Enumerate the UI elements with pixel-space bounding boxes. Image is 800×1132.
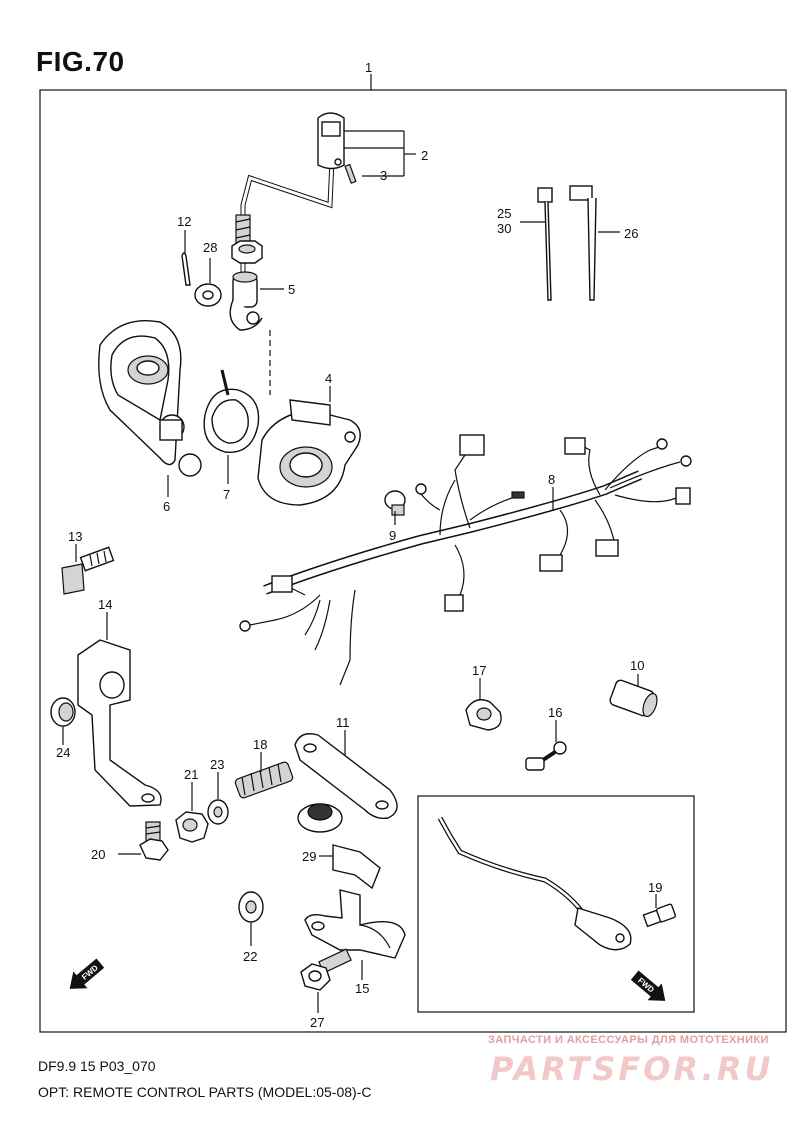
callout-18: 18 <box>253 737 267 752</box>
callout-25: 25 <box>497 206 511 221</box>
part-hex-nut <box>231 240 263 264</box>
figure-description: OPT: REMOTE CONTROL PARTS (MODEL:05-08)-… <box>38 1084 372 1100</box>
callout-30: 30 <box>497 221 511 236</box>
callout-6: 6 <box>163 499 170 514</box>
callout-21: 21 <box>184 767 198 782</box>
callout-12: 12 <box>177 214 191 229</box>
part-9-grommet <box>384 490 406 516</box>
fwd-arrow-left-icon: FWD <box>69 958 105 989</box>
callout-17: 17 <box>472 663 486 678</box>
callout-26: 26 <box>624 226 638 241</box>
callout-3: 3 <box>380 168 387 183</box>
callout-16: 16 <box>548 705 562 720</box>
part-19-screw <box>642 903 677 928</box>
part-7-spring <box>203 369 260 453</box>
part-6-cam-plate <box>98 320 202 477</box>
model-code: DF9.9 15 P03_070 <box>38 1058 156 1074</box>
watermark-logo: PARTSFOR.RU <box>490 1050 774 1088</box>
part-24-grommet <box>50 697 76 727</box>
part-22-washer <box>238 891 264 923</box>
callout-13: 13 <box>68 529 82 544</box>
part-26-cable-tie <box>569 185 597 301</box>
part-23-washer <box>207 799 229 825</box>
part-12-cotter-pin <box>181 252 191 286</box>
figure-title: FIG.70 <box>36 46 125 77</box>
callout-29: 29 <box>302 849 316 864</box>
part-throttle-rod <box>235 112 357 275</box>
callout-4: 4 <box>325 371 332 386</box>
part-4-throttle-drum <box>257 399 361 506</box>
part-5-link-joint <box>229 271 263 331</box>
callout-15: 15 <box>355 981 369 996</box>
part-27-bolt <box>300 948 352 991</box>
callout-1: 1 <box>365 60 372 75</box>
watermark-tagline: ЗАПЧАСТИ И АКСЕССУАРЫ ДЛЯ МОТОТЕХНИКИ <box>488 1034 769 1046</box>
inset-frame <box>417 795 695 1013</box>
callout-2: 2 <box>421 148 428 163</box>
callout-8: 8 <box>548 472 555 487</box>
part-13-screw <box>61 546 115 595</box>
callout-5: 5 <box>288 282 295 297</box>
part-20-bolt <box>139 821 169 861</box>
callout-20: 20 <box>91 847 105 862</box>
callout-9: 9 <box>389 528 396 543</box>
part-28-washer <box>194 283 222 307</box>
callout-14: 14 <box>98 597 112 612</box>
callout-24: 24 <box>56 745 70 760</box>
callout-28: 28 <box>203 240 217 255</box>
callout-7: 7 <box>223 487 230 502</box>
part-21-nut <box>175 811 209 843</box>
part-10-spacer <box>609 679 658 718</box>
part-15-bracket <box>304 889 406 959</box>
part-18-stud <box>234 761 294 799</box>
callout-27: 27 <box>310 1015 324 1030</box>
part-14-bracket <box>77 639 162 807</box>
fwd-arrow-right-icon: FWD <box>630 970 666 1001</box>
part-16-ball-joint <box>525 741 567 771</box>
part-17-clamp <box>465 699 502 731</box>
part-11-bracket-plate <box>294 733 398 833</box>
part-inset-throttle-link <box>437 816 632 951</box>
part-29-clip <box>332 844 381 890</box>
callout-10: 10 <box>630 658 644 673</box>
part-8-wiring-harness <box>239 434 692 686</box>
part-25-cable-tie <box>537 187 553 301</box>
callout-11: 11 <box>336 715 350 730</box>
callout-19: 19 <box>648 880 662 895</box>
callout-23: 23 <box>210 757 224 772</box>
callout-22: 22 <box>243 949 257 964</box>
diagram-frame <box>39 89 787 1033</box>
